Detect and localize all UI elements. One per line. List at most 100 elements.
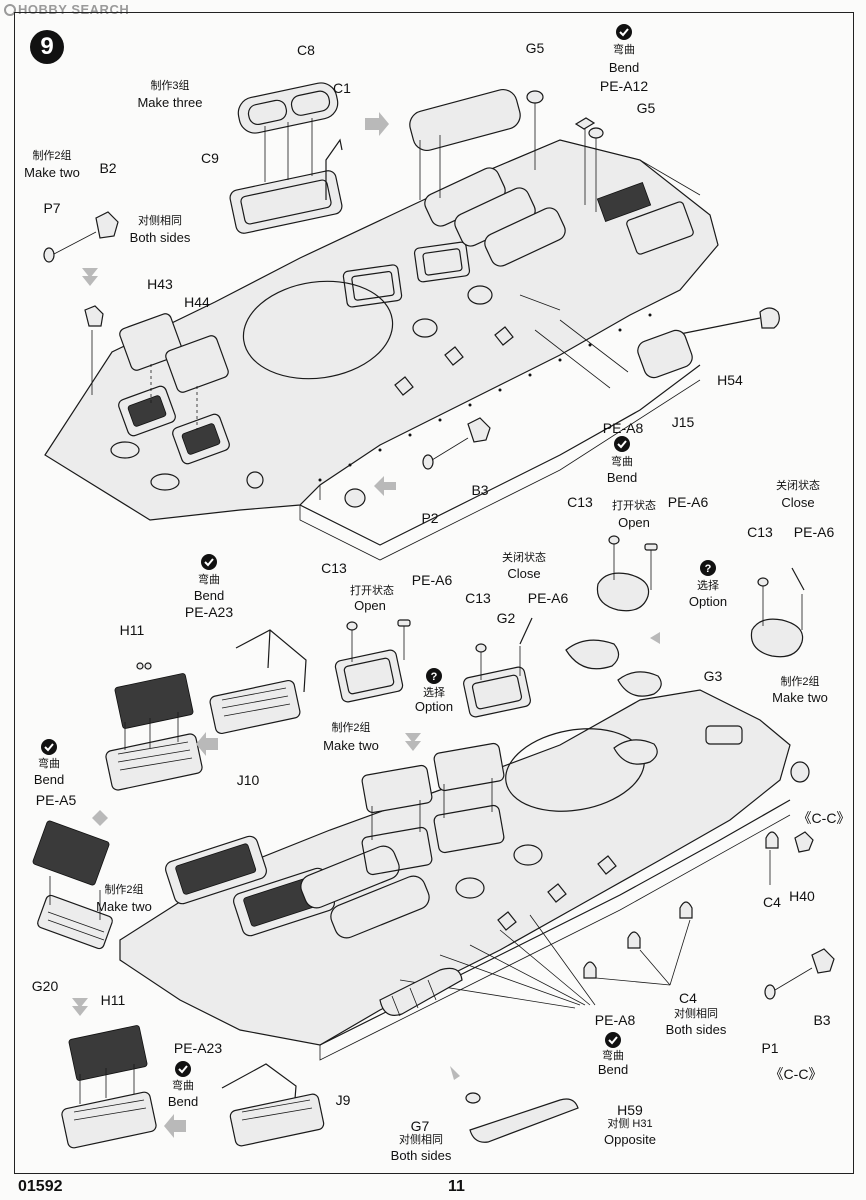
- bend-check-icon: [605, 1032, 621, 1048]
- note-make-two-cn: 制作2组: [104, 884, 144, 896]
- closed-hatch-g2-pe-a6: [463, 617, 533, 718]
- watermark: HOBBY SEARCH: [4, 2, 129, 17]
- bend-check-icon: [175, 1061, 191, 1077]
- svg-text:?: ?: [705, 563, 712, 575]
- bend-check-icon: [201, 554, 217, 570]
- g7-h59-exhaust: [379, 967, 579, 1143]
- note-make-two-en: Make two: [323, 738, 379, 753]
- side-vision-blocks: [394, 285, 514, 396]
- note-bend-en: Bend: [608, 60, 640, 75]
- label-g5-second: G5: [636, 100, 656, 116]
- note-bend-cn: 弯曲: [613, 44, 635, 56]
- bend-check-icon: [41, 739, 57, 755]
- note-opposite-en: Opposite: [603, 1132, 657, 1147]
- label-c13: C13: [465, 590, 491, 606]
- g5-pe-a12-parts: [526, 90, 604, 212]
- label-j15: J15: [671, 414, 695, 430]
- label-h40: H40: [789, 888, 815, 904]
- note-bend-en: Bend: [606, 470, 638, 485]
- label-p2: P2: [421, 510, 439, 526]
- bend-check-icon: [614, 436, 630, 452]
- note-close-cn: 关闭状态: [502, 552, 546, 564]
- note-open-cn: 打开状态: [612, 500, 656, 512]
- note-make-two-en: Make two: [96, 899, 152, 914]
- right-open-hatch: [596, 535, 658, 612]
- front-open-hatches-lower: [565, 639, 810, 783]
- note-bend-cn: 弯曲: [611, 456, 633, 468]
- option-question-icon: ?: [700, 560, 716, 576]
- note-bend-en: Bend: [33, 772, 65, 787]
- note-close-en: Close: [507, 566, 541, 581]
- label-b3: B3: [471, 482, 489, 498]
- note-open-en: Open: [354, 598, 386, 613]
- note-make-two-en: Make two: [772, 690, 828, 705]
- note-make-two-en: Make two: [24, 165, 80, 180]
- flow-arrows: [72, 112, 660, 1138]
- note-both-sides-cn: 对侧相同: [138, 215, 182, 227]
- option-question-icon: ?: [426, 668, 442, 684]
- bend-check-icon: [616, 24, 632, 40]
- label-pe-a6: PE-A6: [411, 572, 453, 588]
- label-pe-a23: PE-A23: [184, 604, 234, 620]
- label-g2: G2: [496, 610, 516, 626]
- label-p1: P1: [761, 1040, 779, 1056]
- lower-side-vision-blocks: [497, 855, 617, 931]
- label-j9: J9: [335, 1092, 351, 1108]
- label-g3: G3: [703, 668, 723, 684]
- note-bend-cn: 弯曲: [602, 1050, 624, 1062]
- note-both-sides-en: Both sides: [129, 230, 191, 245]
- label-c-c-ref: 《C-C》: [797, 810, 851, 826]
- label-g5: G5: [525, 40, 545, 56]
- label-b3: B3: [813, 1012, 831, 1028]
- side-rivet-row: [318, 313, 652, 482]
- label-c9: C9: [201, 150, 219, 166]
- note-make-two-cn: 制作2组: [331, 722, 371, 734]
- note-make-two-cn: 制作2组: [780, 676, 820, 688]
- rear-engine-deck: [424, 167, 694, 267]
- step-number-badge: 9: [30, 30, 64, 64]
- note-close-cn: 关闭状态: [776, 480, 820, 492]
- g20-pe-a5-grille: [32, 820, 113, 950]
- front-hatches: [110, 385, 264, 491]
- b2-p7-light: [43, 211, 119, 263]
- label-c13: C13: [567, 494, 593, 510]
- note-both-sides-cn: 对侧相同: [399, 1134, 443, 1146]
- label-p7: P7: [43, 200, 61, 216]
- h40-b3-p1-light: [764, 831, 835, 1000]
- note-both-sides-cn: 对侧相同: [674, 1008, 718, 1020]
- right-closed-hatch-g3: [750, 567, 805, 658]
- h11-upper-grille: [105, 662, 203, 791]
- label-h43: H43: [147, 276, 173, 292]
- label-h59: H59: [617, 1102, 643, 1118]
- svg-text:?: ?: [431, 671, 438, 683]
- note-bend-cn: 弯曲: [198, 574, 220, 586]
- note-both-sides-en: Both sides: [665, 1022, 727, 1037]
- page-number: 11: [448, 1178, 465, 1195]
- label-pe-a23: PE-A23: [173, 1040, 223, 1056]
- rear-hatch-on-deck: [409, 88, 521, 200]
- label-c-c-ref: 《C-C》: [769, 1066, 823, 1082]
- label-pe-a12: PE-A12: [599, 78, 649, 94]
- c8-c9-c1-hatch-assembly: [229, 82, 343, 234]
- note-bend-cn: 弯曲: [172, 1080, 194, 1092]
- note-option-cn: 选择: [423, 687, 445, 699]
- label-pe-a6: PE-A6: [527, 590, 569, 606]
- upper-hull-drawing: [44, 139, 719, 561]
- label-c4: C4: [679, 990, 697, 1006]
- label-g20: G20: [31, 978, 59, 994]
- h11-j9-lower-grille: [61, 1025, 325, 1149]
- b3-p2-light: [344, 417, 491, 508]
- label-h54: H54: [717, 372, 743, 388]
- label-h11: H11: [119, 622, 145, 638]
- lower-engine-grilles: [165, 835, 430, 939]
- note-close-en: Close: [781, 495, 815, 510]
- label-pe-a5: PE-A5: [35, 792, 77, 808]
- note-make-three-en: Make three: [137, 95, 203, 110]
- label-j10: J10: [236, 772, 260, 788]
- j10-grille-assembly: [209, 629, 307, 735]
- label-pe-a8: PE-A8: [602, 420, 644, 436]
- note-bend-en: Bend: [193, 588, 225, 603]
- h43-h44-hatch-covers: [84, 305, 229, 430]
- note-bend-en: Bend: [167, 1094, 199, 1109]
- note-open-en: Open: [618, 515, 650, 530]
